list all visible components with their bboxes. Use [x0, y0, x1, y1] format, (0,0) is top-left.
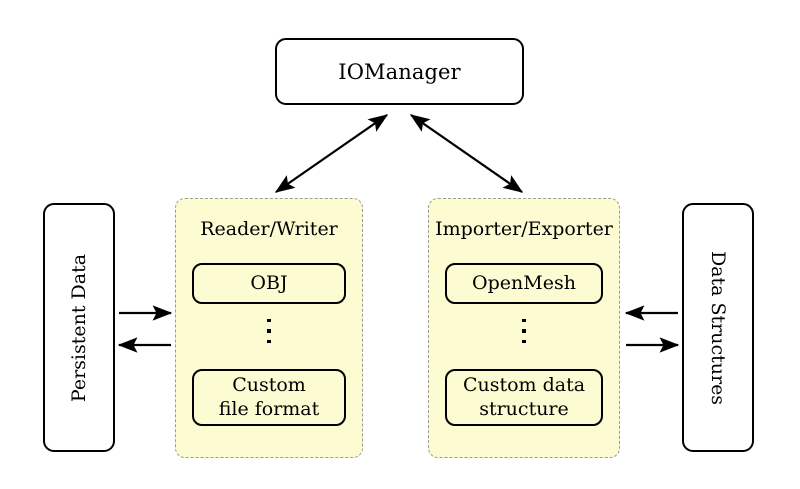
- node-iomanager: IOManager: [275, 38, 524, 105]
- group-importer-exporter-title: Importer/Exporter: [435, 218, 613, 240]
- group-importer-exporter: Importer/Exporter OpenMesh Custom data s…: [428, 198, 620, 458]
- group-reader-writer: Reader/Writer OBJ Custom file format: [175, 198, 363, 458]
- node-data-structures-label: Data Structures: [707, 250, 729, 405]
- box-custom-data-structure-label-line1: Custom data: [462, 374, 586, 397]
- node-data-structures: Data Structures: [682, 203, 754, 452]
- node-persistent-data: Persistent Data: [43, 203, 115, 452]
- box-openmesh: OpenMesh: [445, 263, 603, 304]
- box-custom-data-structure: Custom data structure: [445, 369, 603, 426]
- vertical-dots-icon-reader-writer: [267, 318, 271, 344]
- node-persistent-data-label: Persistent Data: [68, 253, 90, 402]
- vertical-dots-icon-importer-exporter: [522, 318, 526, 344]
- box-custom-data-structure-label-line2: structure: [479, 397, 569, 420]
- group-reader-writer-title: Reader/Writer: [200, 218, 338, 240]
- box-custom-file-format-label-line2: file format: [218, 397, 320, 420]
- box-custom-file-format: Custom file format: [192, 369, 346, 426]
- connector-manager-importer-exporter: [409, 114, 524, 193]
- node-iomanager-label: IOManager: [338, 59, 461, 84]
- connector-manager-reader-writer: [274, 114, 389, 193]
- box-obj: OBJ: [192, 263, 346, 304]
- box-openmesh-label: OpenMesh: [472, 271, 576, 294]
- box-custom-file-format-label-line1: Custom: [232, 374, 306, 397]
- box-obj-label: OBJ: [250, 271, 288, 294]
